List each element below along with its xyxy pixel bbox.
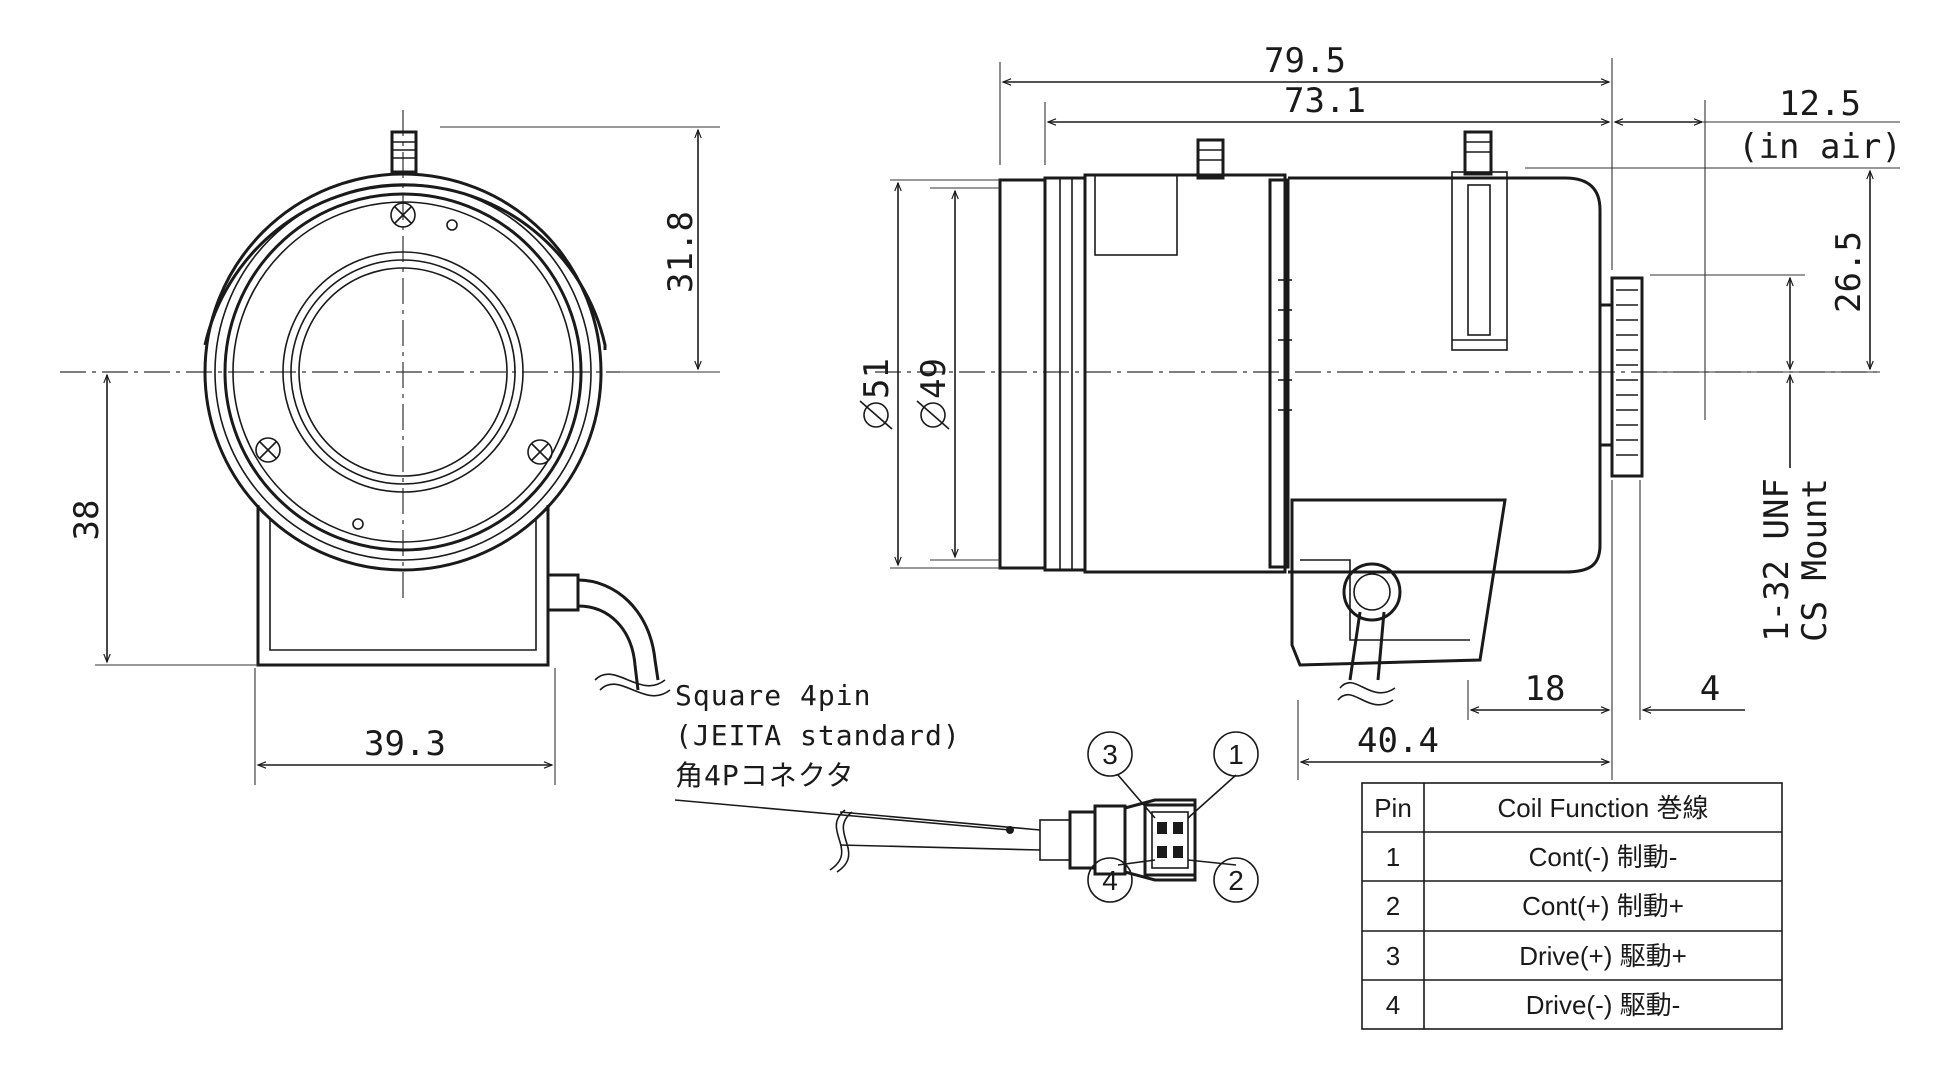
dim-front-height-top: 31.8 [661, 211, 701, 293]
screw-icon [255, 437, 281, 463]
pin-callout-4: 4 [1087, 857, 1133, 903]
cs-mount-thread [1610, 276, 1644, 478]
knob-icon [1463, 130, 1493, 176]
dim-back-focus: 12.5 [1779, 84, 1861, 124]
motor-housing [1290, 498, 1507, 667]
dim-front-height-bottom: 38 [67, 500, 107, 541]
connector-detail: Square 4pin (JEITA standard) 角4Pコネクタ 3 1 [674, 679, 1259, 903]
table-cell-pin: 3 [1386, 941, 1400, 971]
dim-diameter-outer-value: 51 [857, 358, 897, 399]
dim-cable-offset: 40.4 [1357, 721, 1439, 761]
pin-callout-2-label: 2 [1228, 865, 1244, 896]
table-cell-function: Cont(-) 制動- [1529, 842, 1678, 872]
dim-mount-height: 26.5 [1829, 231, 1869, 313]
table-header-pin: Pin [1374, 793, 1412, 823]
pin-callout-2: 2 [1213, 857, 1259, 903]
knob-icon [1196, 138, 1225, 180]
table-cell-function: Drive(-) 駆動- [1526, 990, 1681, 1020]
dim-overall-length: 79.5 [1264, 41, 1346, 81]
front-bracket [256, 505, 550, 667]
front-view: 31.8 38 39.3 [60, 110, 720, 785]
table-cell-function: Drive(+) 駆動+ [1519, 941, 1687, 971]
dim-flange-18: 18 [1525, 669, 1566, 709]
connector-label-line3: 角4Pコネクタ [675, 759, 855, 792]
cable-gland [1342, 562, 1402, 622]
pin-callout-4-label: 4 [1102, 865, 1118, 896]
dim-body-length: 73.1 [1284, 81, 1366, 121]
pin-function-table: Pin Coil Function 巻線 1 Cont(-) 制動- 2 Con… [1361, 782, 1783, 1030]
knob-icon [390, 130, 418, 174]
dim-front-width: 39.3 [364, 724, 446, 764]
pin-callout-1-label: 1 [1228, 739, 1244, 770]
screw-icon [390, 202, 416, 228]
side-view: 79.5 73.1 12.5 (in air) 26.5 1-32 UNF CS… [857, 41, 1902, 780]
square-4pin-connector-icon [1143, 803, 1197, 877]
dim-flange-4: 4 [1700, 669, 1720, 709]
pin-callout-3: 3 [1087, 731, 1133, 777]
dim-diameter-outer: 51 [857, 358, 897, 430]
dim-back-focus-note: (in air) [1738, 127, 1902, 167]
connector-label-line2: (JEITA standard) [675, 719, 961, 752]
pin-callout-3-label: 3 [1102, 739, 1118, 770]
table-cell-function: Cont(+) 制動+ [1522, 891, 1684, 921]
dim-diameter-inner-value: 49 [914, 358, 954, 399]
dim-mount-thread-line1: 1-32 UNF [1757, 478, 1797, 642]
table-cell-pin: 1 [1386, 842, 1400, 872]
lens-label [1094, 174, 1178, 256]
table-cell-pin: 2 [1386, 891, 1400, 921]
table-cell-pin: 4 [1386, 990, 1400, 1020]
dim-diameter-inner: 49 [914, 358, 954, 430]
connector-label-line1: Square 4pin [675, 679, 871, 712]
rear-body [1288, 176, 1602, 574]
screw-icon [527, 439, 553, 465]
pin-callout-1: 1 [1213, 731, 1259, 777]
dim-mount-thread-line2: CS Mount [1795, 478, 1835, 642]
table-header-function: Coil Function 巻線 [1498, 793, 1709, 823]
